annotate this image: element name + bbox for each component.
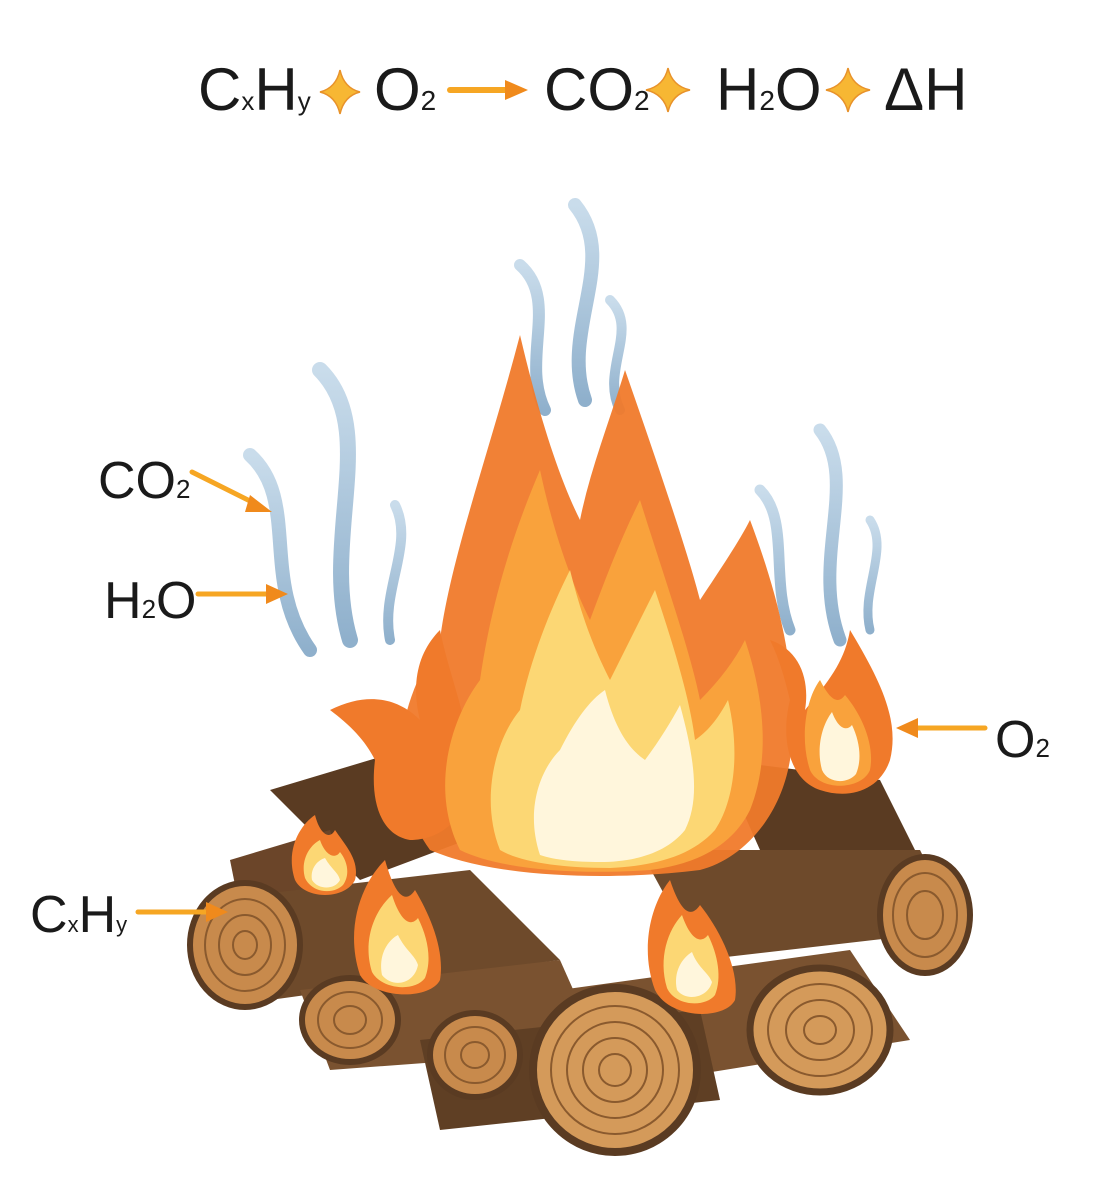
fuel-c: C — [198, 56, 241, 123]
log-end-right — [877, 854, 973, 976]
arrow-icon — [135, 902, 228, 922]
fuel-sub-y: y — [298, 86, 311, 116]
label-o2-main: O — [995, 711, 1035, 769]
equation-oxygen: O2 — [374, 56, 436, 123]
water-h: H — [716, 56, 759, 123]
co2-sub-2: 2 — [634, 85, 650, 116]
label-h2o-text: H2O — [104, 572, 196, 630]
equation-enthalpy: ΔH — [884, 56, 967, 123]
label-fuel-h: H — [79, 886, 117, 944]
smoke-wisp — [514, 259, 551, 416]
small-flame — [647, 880, 736, 1014]
label-fuel-sub-y: y — [116, 912, 127, 937]
log-end-small-left — [299, 975, 401, 1065]
smoke-wisp — [813, 423, 847, 647]
equation: CxHy O2 CO2 H2O ΔH — [198, 56, 967, 123]
label-co2: CO2 — [98, 452, 272, 512]
water-sub-2: 2 — [759, 85, 775, 116]
smoke-wisp — [754, 484, 796, 636]
equation-water: H2O — [716, 56, 822, 123]
log-end-small-center — [427, 1010, 523, 1100]
small-flame — [354, 860, 441, 995]
label-fuel-sub-x: x — [68, 912, 79, 937]
log-end-right-lower — [746, 964, 894, 1096]
smoke — [243, 198, 882, 657]
label-co2-sub: 2 — [176, 474, 190, 504]
arrow-icon — [896, 718, 988, 738]
plus-sparkle-icon — [319, 69, 361, 115]
water-o: O — [775, 56, 822, 123]
smoke-wisp — [312, 362, 358, 648]
smoke-wisp — [568, 198, 600, 407]
flame-core — [533, 690, 695, 862]
small-flame — [804, 680, 872, 786]
label-o2-sub: 2 — [1035, 733, 1049, 763]
co2-co: CO — [544, 56, 634, 123]
smoke-wisp — [863, 515, 882, 635]
flame-left — [330, 630, 470, 840]
equation-fuel: CxHy — [198, 56, 311, 123]
label-fuel-text: CxHy — [30, 886, 127, 944]
label-o2: O2 — [896, 711, 1050, 769]
arrow-icon — [189, 469, 272, 512]
arrow-icon — [195, 584, 288, 604]
smoke-wisp — [383, 500, 407, 645]
fuel-h: H — [254, 56, 297, 123]
label-fuel-c: C — [30, 886, 68, 944]
label-h2o-main2: O — [156, 572, 196, 630]
smoke-wisp — [605, 295, 627, 415]
oxygen-sub-2: 2 — [421, 85, 437, 116]
plus-sparkle-icon — [645, 67, 691, 113]
smoke-wisp — [243, 448, 317, 657]
log-end-large-center — [529, 984, 701, 1156]
label-h2o-sub: 2 — [142, 594, 156, 624]
label-h2o-main: H — [104, 572, 142, 630]
fire — [291, 335, 893, 1014]
small-flame — [291, 815, 356, 895]
label-co2-main: CO — [98, 452, 176, 510]
label-fuel: CxHy — [30, 886, 228, 944]
label-co2-text: CO2 — [98, 452, 190, 510]
label-o2-text: O2 — [995, 711, 1050, 769]
equation-co2: CO2 — [544, 56, 650, 123]
fuel-sub-x: x — [241, 86, 254, 116]
yields-arrow-icon — [447, 80, 528, 100]
log-end-left — [187, 880, 303, 1010]
label-h2o: H2O — [104, 572, 288, 630]
plus-sparkle-icon — [825, 67, 871, 113]
oxygen-o: O — [374, 56, 421, 123]
